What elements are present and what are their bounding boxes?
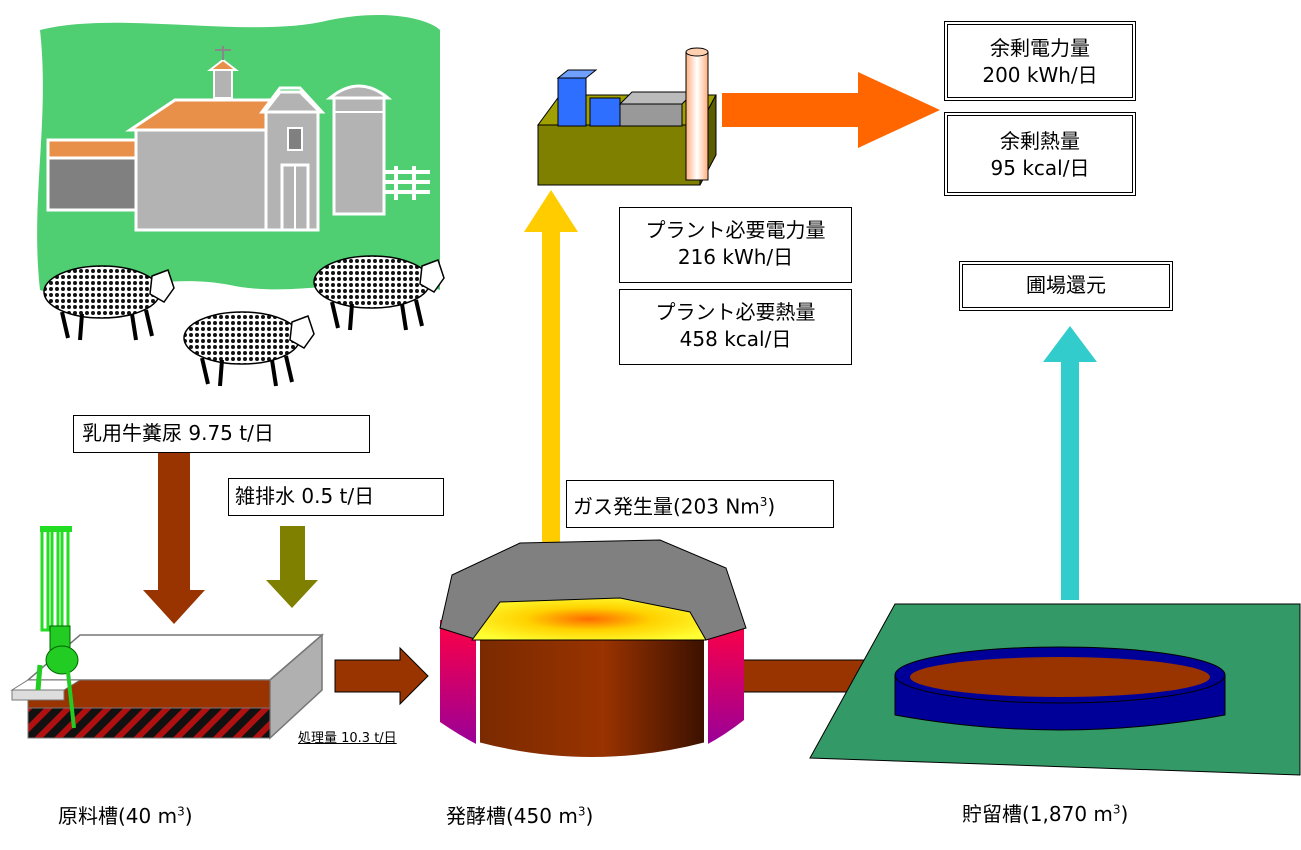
manure-arrow [143, 452, 205, 624]
field-return-box: 圃場還元 [959, 261, 1173, 311]
raw-tank-close: ) [184, 804, 193, 828]
storage-name: 貯留槽(1,870 m [962, 802, 1113, 826]
plant-heat-title: プラント必要熱量 [655, 300, 816, 324]
surplus-power-title: 余剰電力量 [990, 36, 1090, 60]
gas-box: ガス発生量(203 Nm3) [566, 480, 834, 528]
storage-close: ) [1120, 802, 1129, 826]
raw-material-tank [10, 633, 325, 740]
manure-box: 乳用牛糞尿 9.75 t/日 [73, 415, 370, 453]
storage-label: 貯留槽(1,870 m3) [962, 798, 1128, 827]
surplus-arrow [722, 72, 940, 148]
raw-tank-name: 原料槽(40 m [58, 804, 178, 828]
generator-plant-icon [537, 47, 717, 186]
plant-heat-box: プラント必要熱量 458 kcal/日 [619, 289, 852, 365]
cow-icon [313, 255, 445, 331]
wastewater-arrow [266, 526, 318, 608]
silo-icon [325, 84, 430, 216]
storage-sup: 3 [1112, 802, 1121, 817]
surplus-power-value: 200 kWh/日 [982, 63, 1098, 87]
gas-close: ) [767, 494, 776, 519]
wastewater-label: 雑排水 0.5 t/日 [235, 484, 375, 508]
surplus-power-box: 余剰電力量 200 kWh/日 [944, 21, 1136, 101]
gas-label: ガス発生量(203 Nm [573, 494, 760, 519]
raw-tank-sup: 3 [177, 804, 185, 819]
wastewater-box: 雑排水 0.5 t/日 [228, 478, 444, 516]
processing-label: 処理量 10.3 t/日 [298, 731, 397, 746]
feed-arrow [334, 646, 429, 706]
plant-power-value: 216 kWh/日 [677, 245, 794, 269]
fermentation-tank [439, 539, 747, 757]
cow-icon [183, 311, 315, 387]
fermenter-name: 発酵槽(450 m [446, 804, 578, 828]
plant-power-title: プラント必要電力量 [645, 218, 826, 242]
surplus-heat-title: 余剰熱量 [1000, 129, 1080, 153]
pump-icon [35, 526, 79, 729]
gas-arrow [524, 190, 578, 592]
storage-tank [809, 603, 1301, 776]
fermenter-label: 発酵槽(450 m3) [446, 800, 593, 829]
fermenter-close: ) [585, 804, 594, 828]
fermenter-sup: 3 [577, 804, 586, 819]
cow-icon [43, 265, 175, 341]
plant-heat-value: 458 kcal/日 [679, 327, 792, 351]
surplus-heat-box: 余剰熱量 95 kcal/日 [944, 112, 1136, 196]
raw-tank-label: 原料槽(40 m3) [58, 800, 193, 829]
plant-power-box: プラント必要電力量 216 kWh/日 [619, 207, 852, 283]
manure-label: 乳用牛糞尿 9.75 t/日 [82, 421, 274, 445]
surplus-heat-value: 95 kcal/日 [990, 156, 1090, 180]
field-return-arrow [1043, 326, 1097, 600]
barn-icon [46, 46, 326, 232]
gas-unit-sup: 3 [759, 495, 768, 509]
field-return-label: 圃場還元 [1026, 273, 1106, 297]
